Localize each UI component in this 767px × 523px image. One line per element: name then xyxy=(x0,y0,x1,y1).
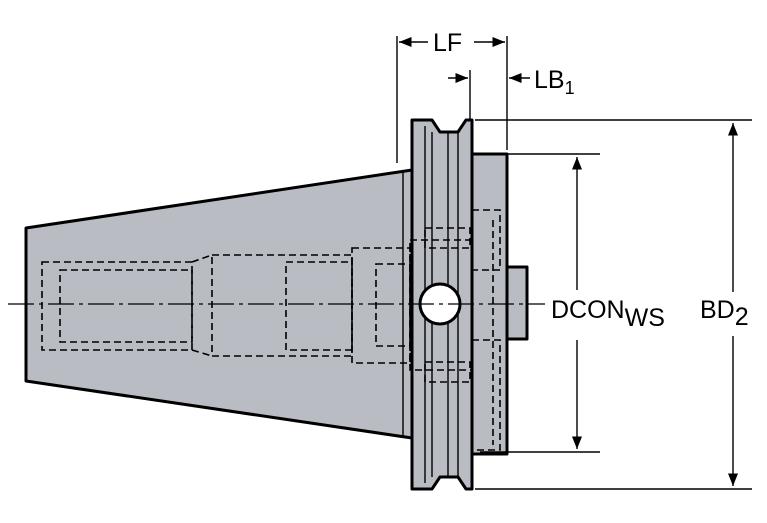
dconws-label: DCONWS xyxy=(551,296,665,332)
bd2-label: BD2 xyxy=(700,296,749,331)
extension-lines xyxy=(396,36,752,490)
dconws-main: DCON xyxy=(551,296,625,324)
dconws-subscript: WS xyxy=(625,304,665,332)
dimension-lf: LF xyxy=(399,29,505,57)
lf-label: LF xyxy=(433,29,462,57)
bd2-subscript: 2 xyxy=(735,303,749,331)
pilot-stub xyxy=(505,265,529,341)
bd2-main: BD xyxy=(700,296,735,324)
hidden-features xyxy=(41,209,501,451)
lb1-label: LB1 xyxy=(534,66,575,98)
lb1-main: LB xyxy=(534,66,565,94)
dimension-dconws: DCONWS xyxy=(551,157,665,449)
lb1-subscript: 1 xyxy=(565,78,575,98)
dimension-bd2: BD2 xyxy=(700,123,749,486)
dimension-lb1: LB1 xyxy=(448,66,575,98)
